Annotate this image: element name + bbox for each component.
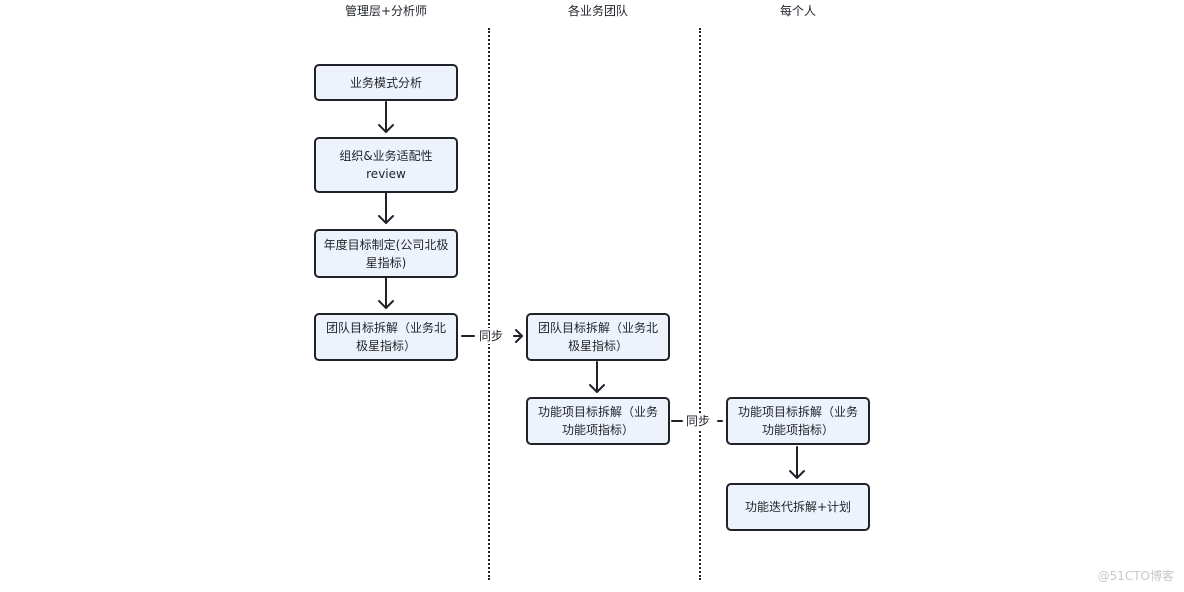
node-team-goal-business[interactable]: 团队目标拆解（业务北 极星指标） [526, 313, 670, 361]
node-team-goal-mgmt[interactable]: 团队目标拆解（业务北 极星指标） [314, 313, 458, 361]
lane-divider-2 [699, 28, 701, 580]
watermark-text: @51CTO博客 [1097, 569, 1174, 583]
node-feature-goal-individual[interactable]: 功能项目标拆解（业务 功能项指标） [726, 397, 870, 445]
arrow-review-to-goal [378, 192, 394, 224]
sync-arrow-1 [461, 329, 523, 343]
arrow-feature-to-iteration [789, 446, 805, 479]
arrow-model-to-review [378, 101, 394, 133]
sync-label-2: 同步 [684, 413, 713, 429]
lane-title-individual: 每个人 [779, 4, 816, 18]
arrow-team-to-feature [589, 361, 605, 393]
arrow-goal-to-team [378, 277, 394, 309]
lane-title-management: 管理层+分析师 [344, 4, 428, 18]
node-annual-goal-setting[interactable]: 年度目标制定(公司北极 星指标) [314, 229, 458, 278]
lane-divider-1 [488, 28, 490, 580]
node-business-model-analysis[interactable]: 业务模式分析 [314, 64, 458, 101]
lane-title-business: 各业务团队 [567, 4, 628, 18]
node-feature-goal-business[interactable]: 功能项目标拆解（业务 功能项指标） [526, 397, 670, 445]
node-org-fit-review[interactable]: 组织&业务适配性 review [314, 137, 458, 193]
node-iteration-plan[interactable]: 功能迭代拆解+计划 [726, 483, 870, 531]
sync-label-1: 同步 [477, 328, 506, 344]
